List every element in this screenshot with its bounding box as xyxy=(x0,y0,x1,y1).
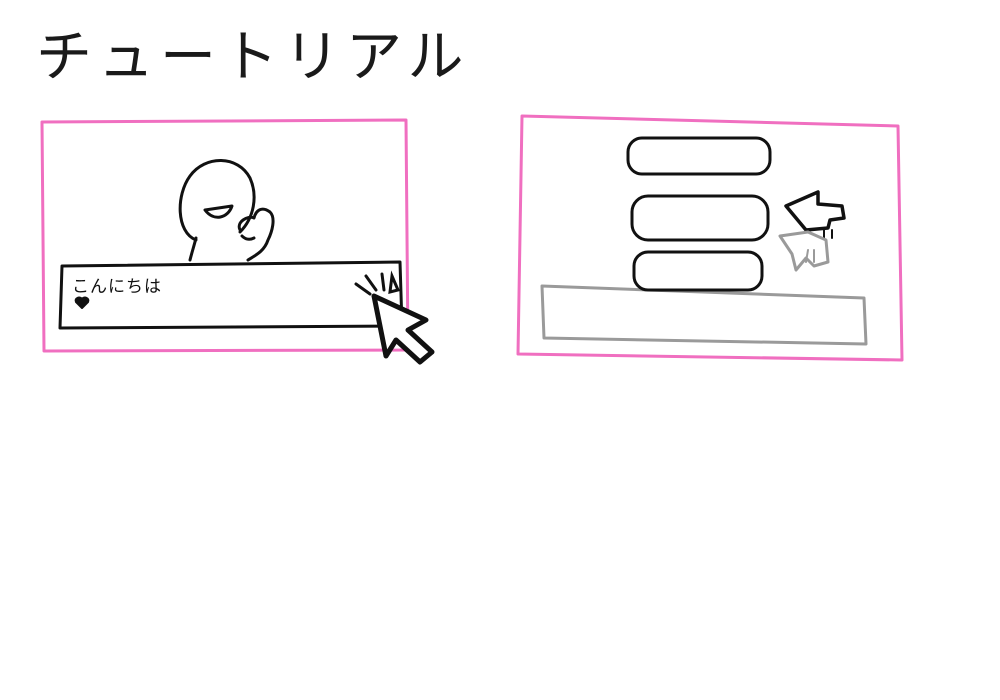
choice-button-1 xyxy=(628,138,770,174)
choice-button-3 xyxy=(634,252,762,290)
pointing-hand-ghost-icon xyxy=(780,232,828,270)
message-area xyxy=(542,286,866,344)
choice-button-2 xyxy=(632,196,768,240)
pointing-hand-icon xyxy=(786,192,844,230)
